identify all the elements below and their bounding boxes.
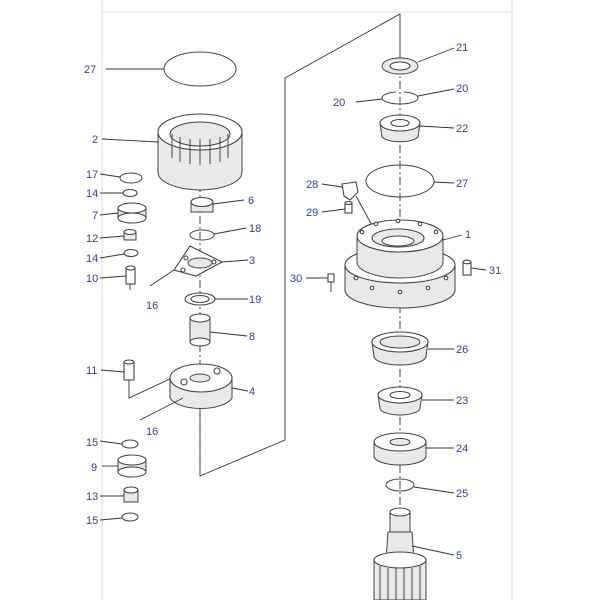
- label-part-7: 7: [92, 210, 98, 222]
- part-16a-leader-line: [149, 269, 175, 287]
- part-13-needle-bearing: [123, 486, 139, 503]
- label-part-23: 23: [456, 395, 468, 407]
- leader-lines: [99, 47, 487, 556]
- part-30-bolt: [327, 273, 335, 283]
- label-part-31: 31: [489, 265, 501, 277]
- part-labels: 27 2 17 14 7 12 14 10 6 18 3 16 19 8 11 …: [84, 42, 501, 562]
- part-14a-washer: [122, 188, 138, 198]
- label-part-3: 3: [249, 255, 255, 267]
- label-part-11: 11: [86, 365, 97, 377]
- part-22-roller-bearing: [379, 114, 421, 143]
- part-1-housing: [344, 218, 456, 309]
- label-part-12: 12: [86, 233, 98, 245]
- label-part-21: 21: [456, 42, 468, 54]
- part-31-dowel-pin: [462, 259, 472, 276]
- label-part-16b: 16: [146, 426, 158, 438]
- part-5-pinion-shaft: [373, 507, 427, 600]
- part-11-leader: [128, 377, 173, 399]
- part-19-thrust-washer: [184, 292, 216, 306]
- part-20-split-ring: [381, 91, 419, 105]
- part-12-needle-bearing: [123, 228, 137, 241]
- part-9-planet-gear: [117, 454, 147, 478]
- label-part-2: 2: [92, 134, 98, 146]
- label-part-28: 28: [306, 179, 318, 191]
- label-part-14b: 14: [86, 253, 98, 265]
- part-21-seal: [381, 57, 419, 75]
- part-17-snap-ring: [119, 172, 143, 184]
- part-15a-washer: [121, 439, 139, 449]
- part-15b-washer: [121, 512, 139, 522]
- part-11-pin: [123, 359, 135, 381]
- label-part-18: 18: [249, 223, 261, 235]
- part-26-outer-race: [371, 331, 429, 366]
- part-4-carrier: [169, 363, 233, 410]
- part-25-snap-ring: [385, 478, 415, 492]
- label-part-15b: 15: [86, 515, 98, 527]
- part-7-planet-gear: [117, 202, 147, 224]
- label-part-25: 25: [456, 488, 468, 500]
- part-10-pin: [125, 265, 136, 285]
- part-14b-washer: [123, 248, 139, 258]
- label-part-6: 6: [248, 195, 254, 207]
- label-part-13: 13: [86, 491, 98, 503]
- label-part-26: 26: [456, 344, 468, 356]
- part-23-roller-bearing: [377, 386, 423, 416]
- label-part-16a: 16: [146, 300, 158, 312]
- label-part-22: 22: [456, 123, 468, 135]
- label-part-20a: 20: [333, 97, 345, 109]
- part-3-carrier: [173, 245, 224, 277]
- label-part-17: 17: [86, 169, 98, 181]
- label-part-27b: 27: [456, 178, 468, 190]
- label-part-20b: 20: [456, 83, 468, 95]
- label-part-5: 5: [456, 550, 462, 562]
- part-27b-o-ring: [365, 164, 435, 198]
- label-part-9: 9: [91, 462, 97, 474]
- part-24-collar: [373, 432, 427, 466]
- label-part-8: 8: [249, 331, 255, 343]
- part-18-snap-ring: [189, 229, 215, 241]
- part-8-sun-gear: [189, 313, 211, 347]
- label-part-10: 10: [86, 273, 98, 285]
- label-part-1: 1: [465, 229, 471, 241]
- part-2-ring-gear: [157, 113, 243, 191]
- label-part-29: 29: [306, 207, 318, 219]
- label-part-24: 24: [456, 443, 468, 455]
- part-27-o-ring: [163, 51, 237, 87]
- part-29-plug: [344, 200, 353, 214]
- label-part-15a: 15: [86, 437, 98, 449]
- label-part-30: 30: [290, 273, 302, 285]
- part-28-grease-fitting: [341, 181, 359, 201]
- assembly-link-line: [199, 13, 401, 477]
- label-part-4: 4: [249, 386, 255, 398]
- label-part-19: 19: [249, 294, 261, 306]
- part-16b-leader: [139, 397, 184, 421]
- label-part-14a: 14: [86, 188, 98, 200]
- part-6-planet-gear: [190, 196, 214, 213]
- label-part-27a: 27: [84, 64, 96, 76]
